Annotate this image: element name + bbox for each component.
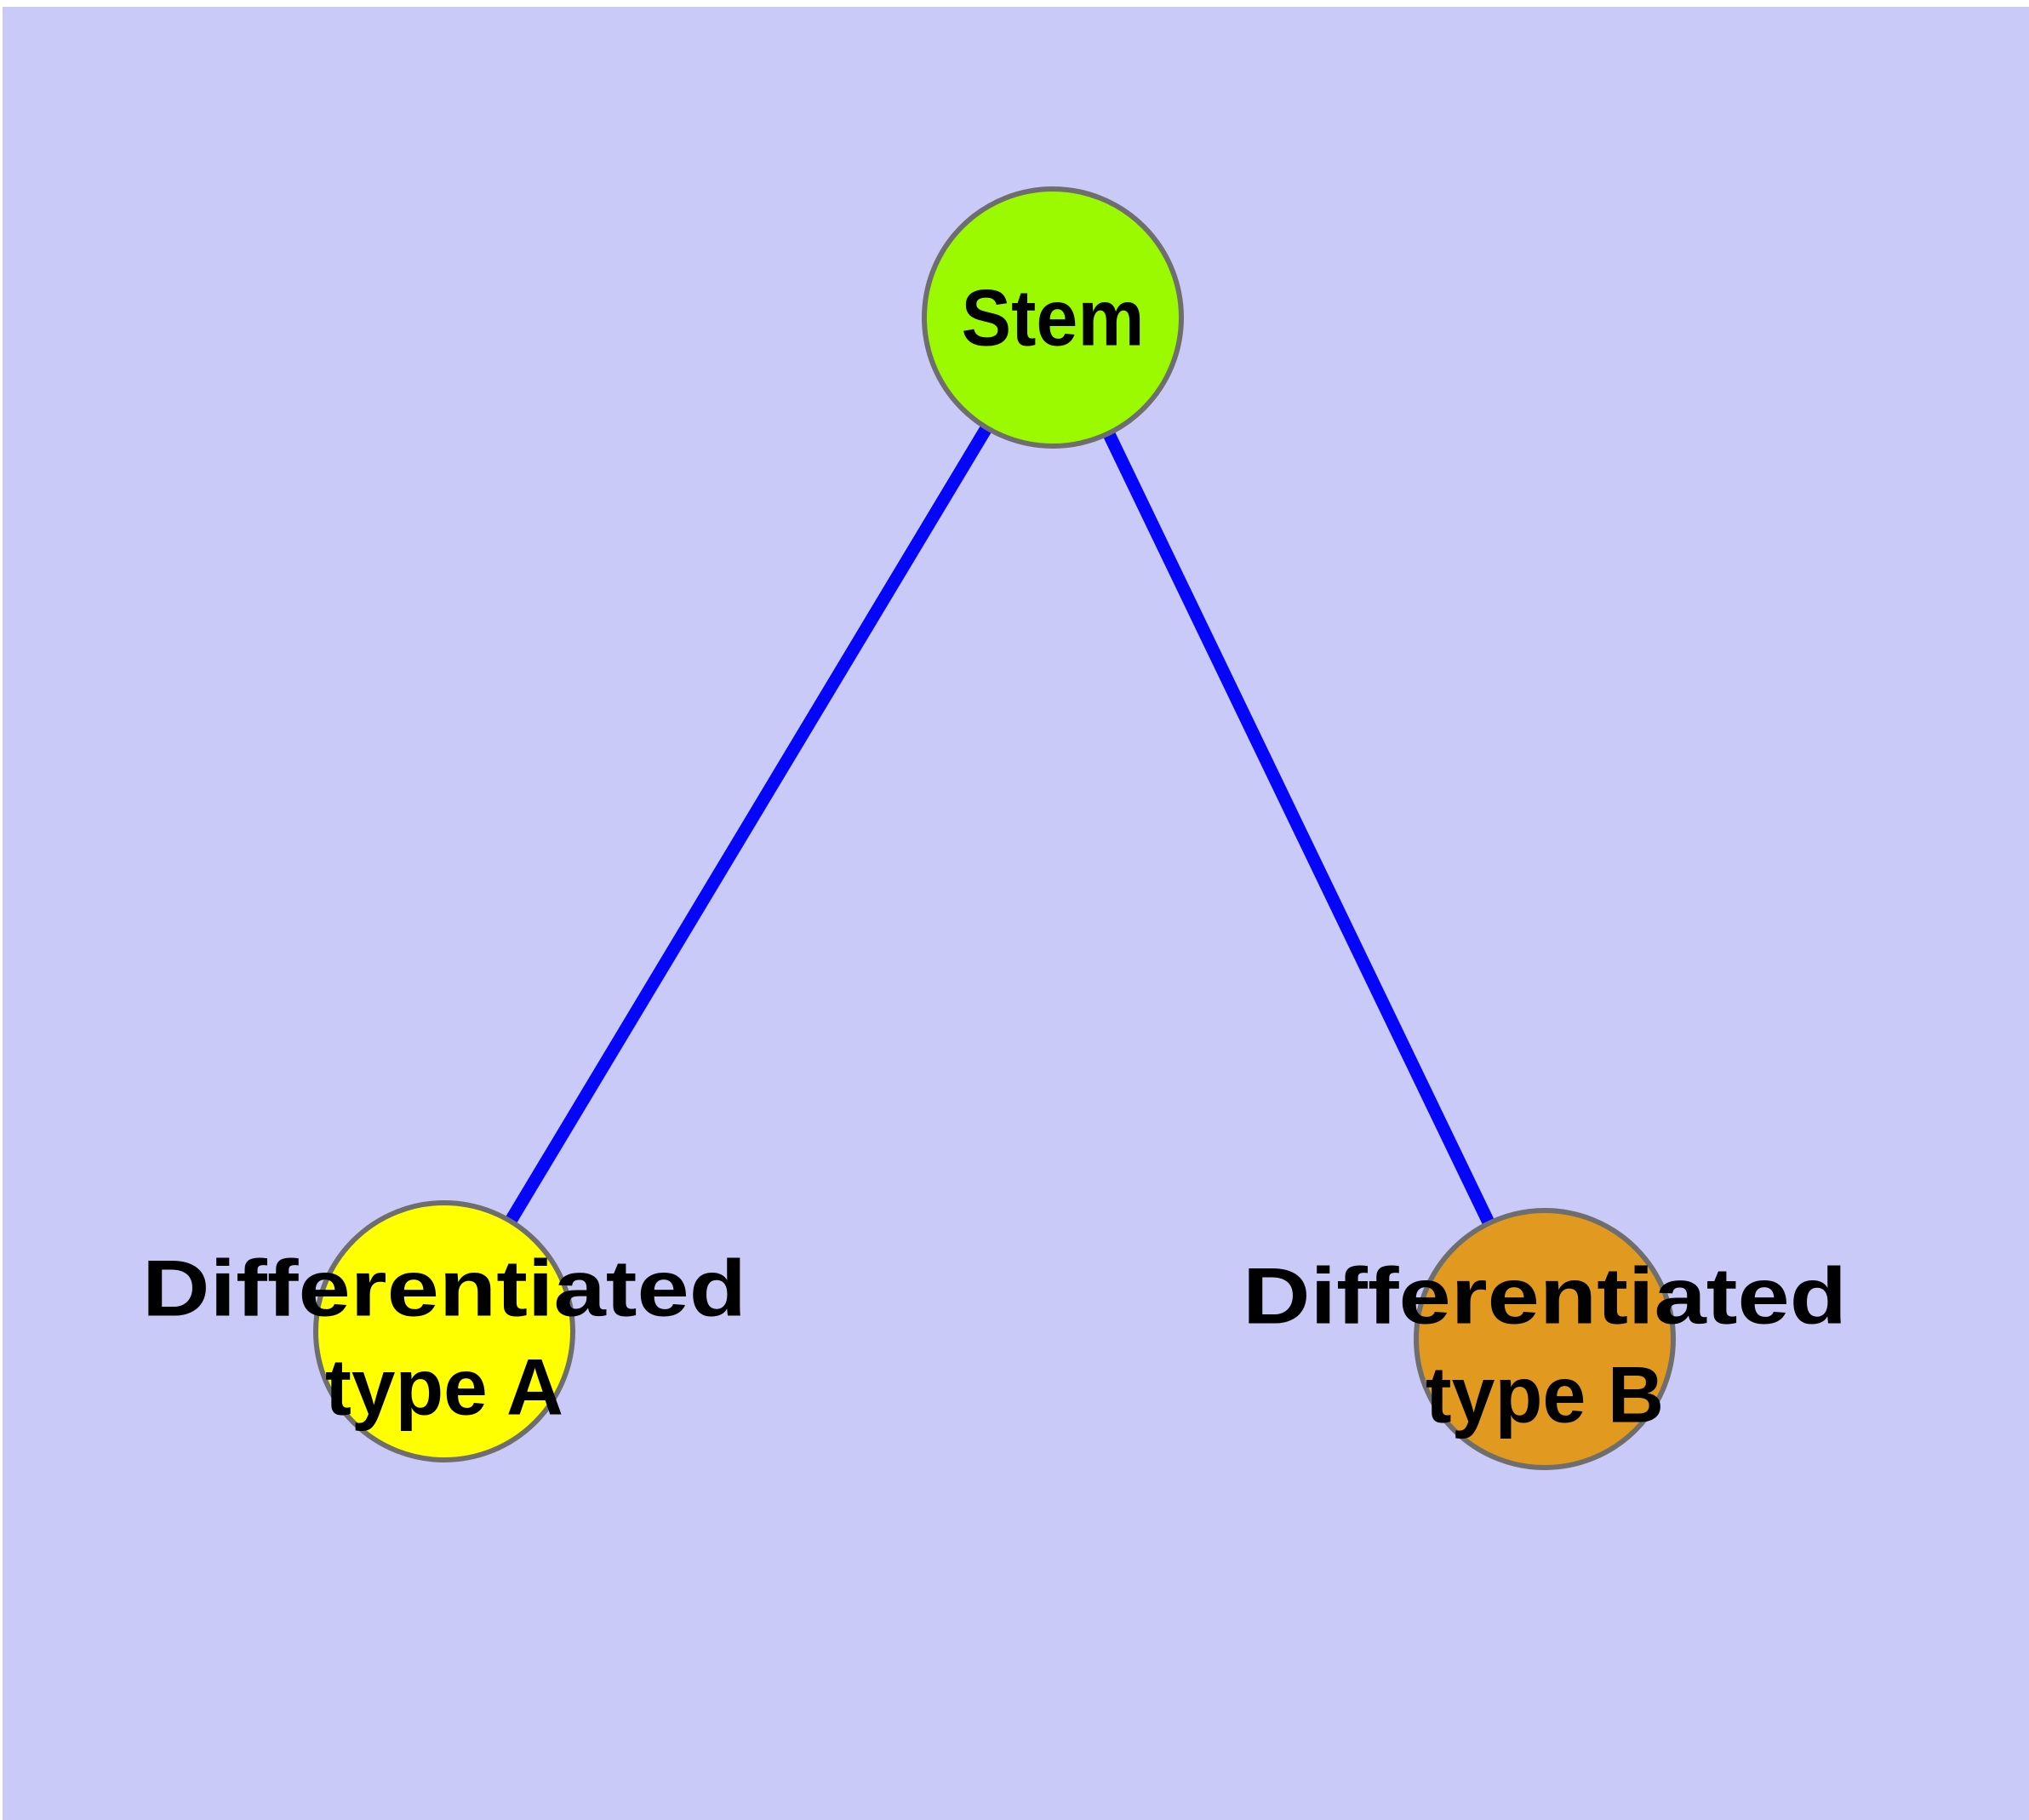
edge-stem-diff-b — [1047, 314, 1551, 1342]
node-diff-b-label-line-2: type B — [1426, 1350, 1664, 1439]
node-diff-b-circle — [1414, 1208, 1676, 1470]
node-stem-circle — [922, 186, 1184, 449]
node-diff-b-label-line-1: Differentiated — [1243, 1251, 1847, 1341]
edge-stem-diff-a — [438, 314, 1059, 1335]
node-diff-a-label-line-1: Differentiated — [142, 1244, 746, 1333]
node-diff-a-circle — [313, 1200, 575, 1462]
node-diff-a-label-line-2: type A — [325, 1342, 563, 1432]
node-stem-label-line-1: Stem — [962, 273, 1145, 363]
